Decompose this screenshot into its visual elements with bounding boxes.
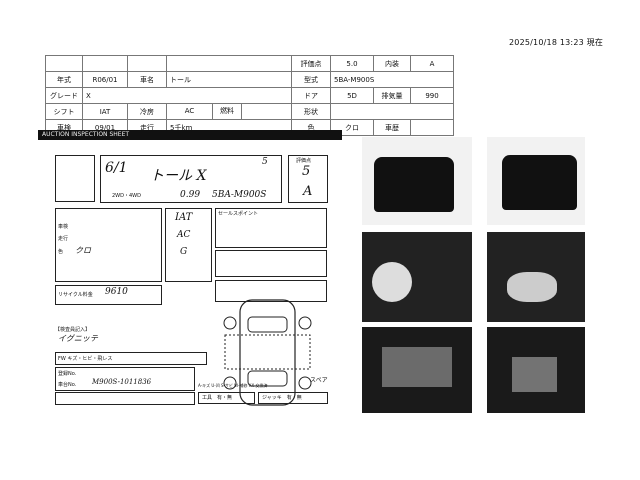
sheet-car-name: トール X: [150, 168, 207, 184]
year-label: 年式: [45, 71, 83, 88]
photo-cargo: [487, 327, 585, 413]
ac-value: AC: [184, 107, 195, 115]
shift-value: IAT: [82, 103, 128, 120]
sheet-interior: A: [303, 184, 313, 199]
recycle-label: リサイクル料金: [58, 292, 93, 298]
fw-box: [55, 352, 207, 365]
car-diagram: [223, 299, 312, 406]
inspector-note: イグニッテ: [58, 334, 98, 343]
sheet-color: クロ: [75, 246, 91, 255]
interior-label: 内装: [373, 55, 411, 72]
sheet-ac: AC: [177, 230, 191, 240]
sheet-score-label: 評価点: [296, 158, 312, 164]
sheet-score: 5: [302, 164, 311, 179]
reg-label: 登録No.: [58, 371, 77, 377]
history-value: [410, 119, 454, 136]
spare-label: スペア: [310, 377, 328, 384]
tools-box: [198, 392, 255, 404]
notes-box: [215, 280, 327, 302]
jack-box: [258, 392, 328, 404]
table-row: グレード X ドア 5D 排気量 990: [45, 87, 454, 104]
history-label: 車歴: [373, 119, 411, 136]
sheet-fuel: G: [180, 247, 188, 257]
year-value: R06/01: [82, 71, 128, 88]
sheet-displacement: 0.99: [180, 190, 201, 200]
chassis-value: M900S-1011836: [92, 378, 152, 386]
table-row: シフト IAT 冷房 AC 燃料 形状: [45, 103, 454, 120]
certificate-box: [55, 392, 195, 405]
score-label: 評価点: [291, 55, 331, 72]
name-label: 車名: [127, 71, 167, 88]
photo-rear: [487, 137, 585, 225]
sheet-year: 6/1: [105, 160, 128, 176]
sheet-header: AUCTION INSPECTION SHEET: [38, 130, 342, 140]
ac-label: 冷房: [127, 103, 167, 120]
inspection-sheet: AUCTION INSPECTION SHEET 6/1 トール X 5 2WD…: [30, 130, 360, 450]
score-value: 5.0: [330, 55, 374, 72]
model-label: 型式: [291, 71, 331, 88]
fuel-label: 燃料: [212, 104, 242, 119]
sheet-model: 5BA-M900S: [212, 190, 267, 200]
photo-front: [362, 137, 472, 225]
sheet-color-label: 色: [58, 249, 64, 255]
fw-label: FW キズ・ヒビ・飛レス: [58, 356, 113, 362]
timestamp: 2025/10/18 13:23 現在: [509, 38, 604, 47]
sheet-door: 5: [262, 157, 268, 167]
photo-seats: [362, 327, 472, 413]
recycle-box: [55, 285, 162, 305]
chassis-label: 車台No.: [58, 382, 77, 388]
recycle-value: 9610: [105, 287, 128, 297]
sales-point-box: [215, 208, 327, 248]
sheet-shift: IAT: [175, 212, 193, 223]
details-box: [55, 208, 162, 282]
shape-label: 形状: [291, 103, 331, 120]
spec-table: 評価点 5.0 内装 A 年式 R06/01 車名 トール 型式 5BA-M90…: [45, 55, 454, 136]
door-value: 5D: [330, 87, 374, 104]
tools-label: 工具 有・無: [202, 395, 233, 401]
damage-legend: A-キズ U-凹 S-サビ W-補修 XX-交換済: [198, 383, 268, 388]
car-name-box: [100, 155, 282, 203]
table-row: 評価点 5.0 内装 A: [45, 55, 454, 72]
shift-box: [165, 208, 212, 282]
registration-box: [55, 367, 195, 391]
displacement-value: 990: [410, 87, 454, 104]
jack-label: ジャッキ 有・無: [262, 395, 302, 401]
score-box: [288, 155, 328, 203]
fuel-value: [242, 104, 291, 119]
model-value: 5BA-M900S: [330, 71, 454, 88]
sheet-mileage-label: 走行: [58, 236, 69, 242]
equipment-box: [215, 250, 327, 277]
shape-value: [330, 103, 454, 120]
photo-box: [55, 155, 95, 202]
shift-label: シフト: [45, 103, 83, 120]
interior-value: A: [410, 55, 454, 72]
photo-dashboard: [487, 232, 585, 322]
sales-point-label: セールスポイント: [218, 211, 259, 217]
sheet-drive: 2WD・4WD: [112, 193, 141, 199]
sheet-inspection-label: 車検: [58, 224, 69, 230]
door-label: ドア: [291, 87, 331, 104]
table-row: 年式 R06/01 車名 トール 型式 5BA-M900S: [45, 71, 454, 88]
grade-value: X: [82, 87, 292, 104]
photo-interior-front: [362, 232, 472, 322]
grade-label: グレード: [45, 87, 83, 104]
inspector-label: 【検査員記入】: [55, 327, 91, 333]
name-value: トール: [166, 71, 292, 88]
displacement-label: 排気量: [373, 87, 411, 104]
